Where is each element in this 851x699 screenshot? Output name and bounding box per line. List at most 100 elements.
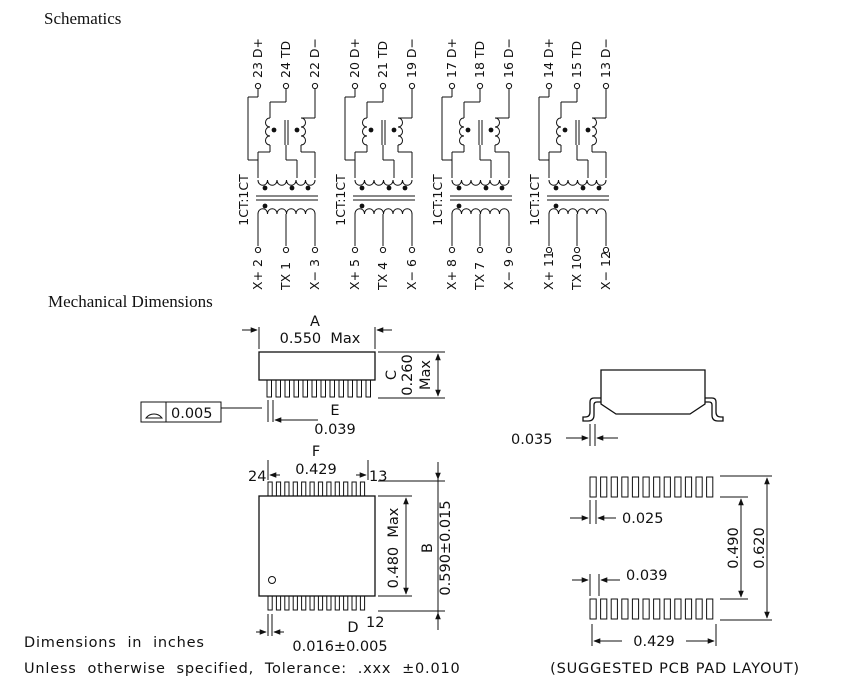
pin-terminal <box>311 82 319 90</box>
top-pin-label: 15 TD <box>569 41 584 78</box>
top-lead-upper <box>301 481 307 497</box>
side-lead <box>266 379 272 398</box>
end-view-body <box>600 369 706 415</box>
secondary-winding <box>354 208 413 215</box>
choke-winding <box>265 117 271 146</box>
choke-winding <box>494 117 500 146</box>
primary-winding <box>451 179 510 186</box>
polarity-dot <box>456 203 462 209</box>
dim-b-value: 0.590±0.015 <box>438 500 454 595</box>
pcb-pad-top <box>642 476 650 498</box>
bottom-pin-label: X− 12 <box>598 251 613 290</box>
bottom-pin-label: X− 6 <box>404 259 419 290</box>
bottom-pin-label: X− 3 <box>307 259 322 290</box>
pin-terminal <box>573 82 581 90</box>
top-view: F 0.429 24 13 12 0.480 Max B 0.590±0.015… <box>248 444 454 655</box>
top-view-body <box>258 495 376 597</box>
polarity-dot <box>483 185 489 191</box>
pitch-value: 0.039 <box>626 568 668 584</box>
polarity-dot <box>553 185 559 191</box>
dim-a-letter: A <box>310 314 320 330</box>
row-outer-value: 0.620 <box>752 527 768 569</box>
pin-terminal <box>448 246 456 254</box>
pin-terminal <box>545 246 553 254</box>
polarity-dot <box>585 127 591 133</box>
top-lead-upper <box>284 481 290 497</box>
pin-terminal <box>545 82 553 90</box>
pin-terminal <box>602 246 610 254</box>
pcb-pad-top <box>600 476 608 498</box>
pin-terminal <box>351 82 359 90</box>
pcb-pad-bottom <box>621 598 629 620</box>
pin-terminal <box>254 82 262 90</box>
pcb-pad-bottom <box>706 598 714 620</box>
ratio-label: 1CT:1CT <box>236 174 251 226</box>
pad-span-value: 0.429 <box>633 634 675 650</box>
top-pin-label: 20 D+ <box>347 38 362 78</box>
pcb-pad-bottom <box>600 598 608 620</box>
top-lead-upper <box>326 481 332 497</box>
polarity-dot <box>456 185 462 191</box>
side-lead <box>320 379 326 398</box>
polarity-dot <box>499 185 505 191</box>
polarity-dot <box>386 185 392 191</box>
dim-b-letter: B <box>420 543 436 553</box>
polarity-dot <box>488 127 494 133</box>
top-view-leads <box>267 481 366 611</box>
lead-width-value: 0.035 <box>511 432 553 448</box>
pin-terminal <box>408 246 416 254</box>
polarity-dot <box>368 127 374 133</box>
pin-13-label: 13 <box>369 469 387 485</box>
pcb-pad-top <box>684 476 693 498</box>
side-lead <box>356 379 362 398</box>
pin-terminal <box>602 82 610 90</box>
polarity-dot <box>294 127 300 133</box>
side-lead <box>275 379 281 398</box>
primary-winding <box>257 179 316 186</box>
pin-terminal <box>505 82 513 90</box>
pin-terminal <box>282 82 290 90</box>
bottom-pin-label: X+ 2 <box>250 259 265 290</box>
pcb-pad-top <box>610 476 618 498</box>
top-pin-label: 13 D− <box>598 38 613 78</box>
pcb-pad-bottom <box>610 598 618 620</box>
top-lead-lower <box>301 595 307 611</box>
bottom-pin-label: X+ 5 <box>347 259 362 290</box>
top-lead-lower <box>309 595 315 611</box>
side-view: A 0.550 Max C 0.260 Max 0.005 E 0.039 <box>140 314 445 438</box>
top-pin-label: 23 D+ <box>250 38 265 78</box>
end-view-left-lead <box>582 397 601 422</box>
side-lead <box>329 379 335 398</box>
top-pin-label: 14 D+ <box>541 38 556 78</box>
top-pin-label: 19 D− <box>404 38 419 78</box>
dim-f-value: 0.429 <box>295 462 337 478</box>
pcb-pad-top <box>621 476 629 498</box>
pin-terminal <box>351 246 359 254</box>
ratio-label: 1CT:1CT <box>430 174 445 226</box>
side-view-body <box>258 351 376 381</box>
dim-c-value: 0.260 <box>400 354 416 396</box>
top-pin-label: 18 TD <box>472 41 487 78</box>
dim-a-value: 0.550 Max <box>280 331 361 347</box>
bottom-pin-label: X+ 8 <box>444 259 459 290</box>
top-lead-lower <box>351 595 357 611</box>
top-lead-lower <box>326 595 332 611</box>
side-view-leads <box>266 379 371 398</box>
top-pin-label: 17 D+ <box>444 38 459 78</box>
primary-winding <box>548 179 607 186</box>
top-pin-label: 22 D− <box>307 38 322 78</box>
polarity-dot <box>289 185 295 191</box>
pcb-pad-top <box>695 476 703 498</box>
side-lead <box>302 379 308 398</box>
polarity-dot <box>359 185 365 191</box>
pcb-caption: (SUGGESTED PCB PAD LAYOUT) <box>550 661 800 677</box>
pcb-pad-bottom <box>684 598 693 620</box>
side-lead <box>293 379 299 398</box>
profile-surface-icon <box>144 413 164 419</box>
pcb-pad-top <box>674 476 682 498</box>
